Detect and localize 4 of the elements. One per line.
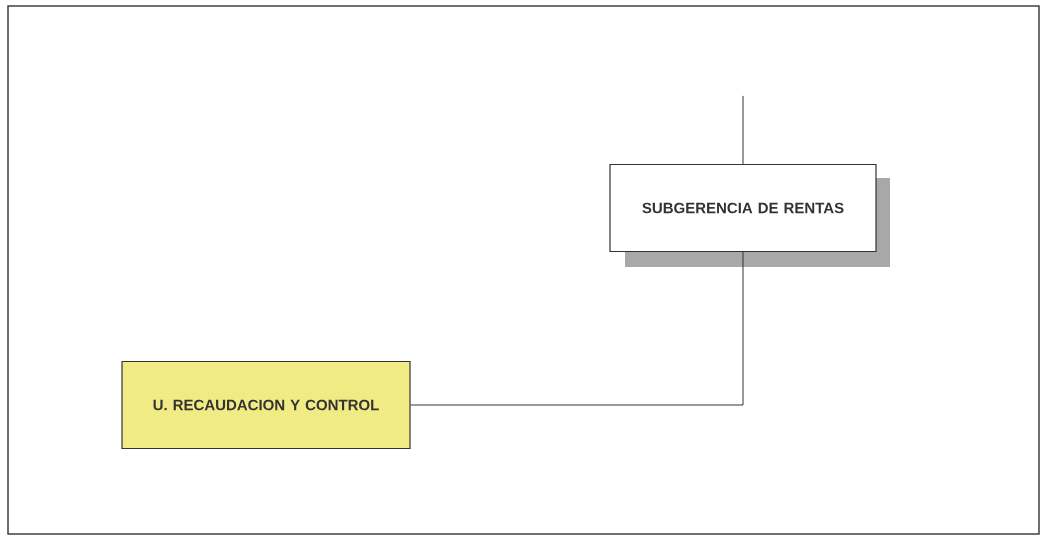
org-box: U. RECAUDACION Y CONTROL — [121, 360, 411, 450]
org-box: SUBGERENCIA DE RENTAS — [609, 163, 877, 253]
connector-line — [742, 95, 744, 165]
connector-line — [410, 251, 744, 406]
